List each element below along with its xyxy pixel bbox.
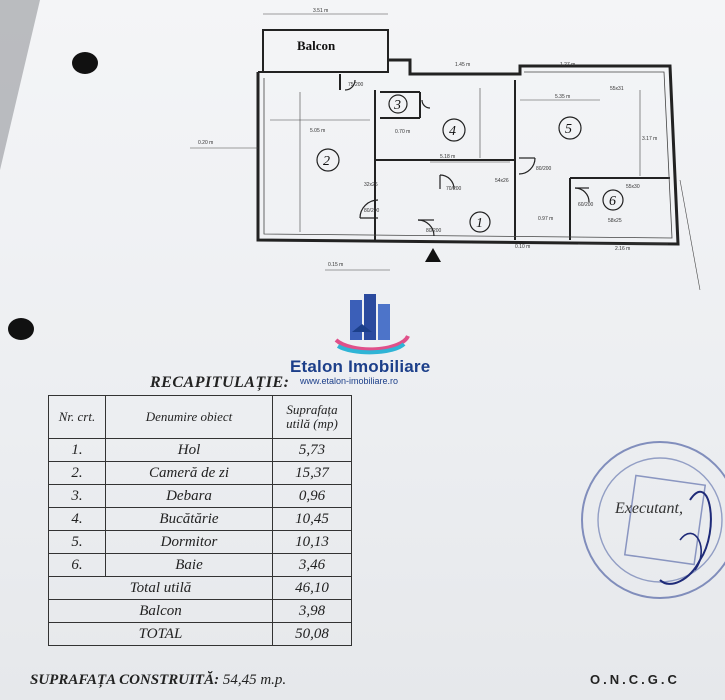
total-utila-value: 46,10 [272,576,352,600]
dim-label: 2.16 m [615,246,630,252]
total-row: TOTAL 50,08 [48,622,352,646]
door-label: 80/200 [364,208,380,214]
table-row: 5. Dormitor 10,13 [48,530,352,554]
row-area: 15,37 [272,461,352,485]
row-nr: 4. [48,507,106,531]
row-nr: 5. [48,530,106,554]
door-label: 80/200 [536,166,552,172]
window-label: 54x26 [495,178,509,184]
table-header-row: Nr. crt. Denumire obiect Suprafața utilă… [48,395,352,439]
logo-url: www.etalon-imobiliare.ro [300,376,399,386]
dim-label: 0.70 m [395,129,410,135]
row-name: Dormitor [105,530,273,554]
room-3-label: 3 [393,98,401,113]
dim-label: 1.27 m [560,62,575,68]
paper-shadow-corner [0,0,40,170]
row-nr: 1. [48,438,106,462]
row-nr: 2. [48,461,106,485]
window-label: 58x25 [608,218,622,224]
header-name: Denumire obiect [105,395,273,439]
logo-name: Etalon Imobiliare [290,357,431,376]
cadastre-stamp-icon [581,441,725,599]
row-area: 10,45 [272,507,352,531]
entrance-arrow [425,248,441,262]
dim-label: 3.17 m [642,136,657,142]
row-name: Cameră de zi [105,461,273,485]
room-5-label: 5 [565,122,572,137]
dim-label: 3.51 m [313,8,328,14]
table-row: 2. Cameră de zi 15,37 [48,461,352,485]
dim-label: 0.20 m [198,140,213,146]
row-nr: 6. [48,553,106,577]
row-area: 3,46 [272,553,352,577]
dim-label: 0.10 m [515,244,530,250]
room-2-label: 2 [323,154,330,169]
room-1-label: 1 [476,216,483,231]
constructed-area-label: SUPRAFAȚA CONSTRUITĂ: [30,672,220,688]
row-name: Debara [105,484,273,508]
row-name: Baie [105,553,273,577]
window-label: 55x31 [610,86,624,92]
dim-label: 5.05 m [310,128,325,134]
door-label: 80/200 [426,228,442,234]
etalon-logo-icon [334,294,410,355]
row-nr: 3. [48,484,106,508]
window-label: 55x30 [626,184,640,190]
balcon-label: Balcon [48,599,273,623]
row-name: Bucătărie [105,507,273,531]
table-row: 6. Baie 3,46 [48,553,352,577]
floor-plan: 2 3 4 5 1 6 Balcon 3.51 m 5.05 m 5.18 m … [190,8,701,291]
punch-hole-bottom [8,318,34,340]
dim-label: 5.18 m [440,154,455,160]
row-area: 0,96 [272,484,352,508]
total-value: 50,08 [272,622,352,646]
table-row: 4. Bucătărie 10,45 [48,507,352,531]
balcon-row: Balcon 3,98 [48,599,352,623]
table-row: 3. Debara 0,96 [48,484,352,508]
total-label: TOTAL [48,622,273,646]
recap-title: RECAPITULAȚIE: [150,374,290,391]
door-label: 60/200 [578,202,594,208]
header-area: Suprafața utilă (mp) [272,395,352,439]
header-nr: Nr. crt. [48,395,106,439]
executant-label: Executant, [615,500,683,517]
total-utila-label: Total utilă [48,576,273,600]
row-area: 5,73 [272,438,352,462]
constructed-area: SUPRAFAȚA CONSTRUITĂ: 54,45 m.p. [30,672,286,689]
dim-label: 5.35 m [555,94,570,100]
table-row: 1. Hol 5,73 [48,438,352,462]
window-label: 32x26 [364,182,378,188]
row-name: Hol [105,438,273,462]
oncgc-footer: O.N.C.G.C [590,672,680,687]
door-label: 75/200 [348,82,364,88]
door-label: 70/200 [446,186,462,192]
recap-table: Nr. crt. Denumire obiect Suprafața utilă… [48,395,352,646]
constructed-area-value: 54,45 m.p. [222,672,287,688]
dim-label: 1.45 m [455,62,470,68]
dim-label: 0.97 m [538,216,553,222]
room-6-label: 6 [609,194,616,209]
row-area: 10,13 [272,530,352,554]
balcony-label: Balcon [297,38,336,53]
room-4-label: 4 [449,124,456,139]
total-utila-row: Total utilă 46,10 [48,576,352,600]
dim-label: 0.15 m [328,262,343,268]
balcon-value: 3,98 [272,599,352,623]
punch-hole-top [72,52,98,74]
